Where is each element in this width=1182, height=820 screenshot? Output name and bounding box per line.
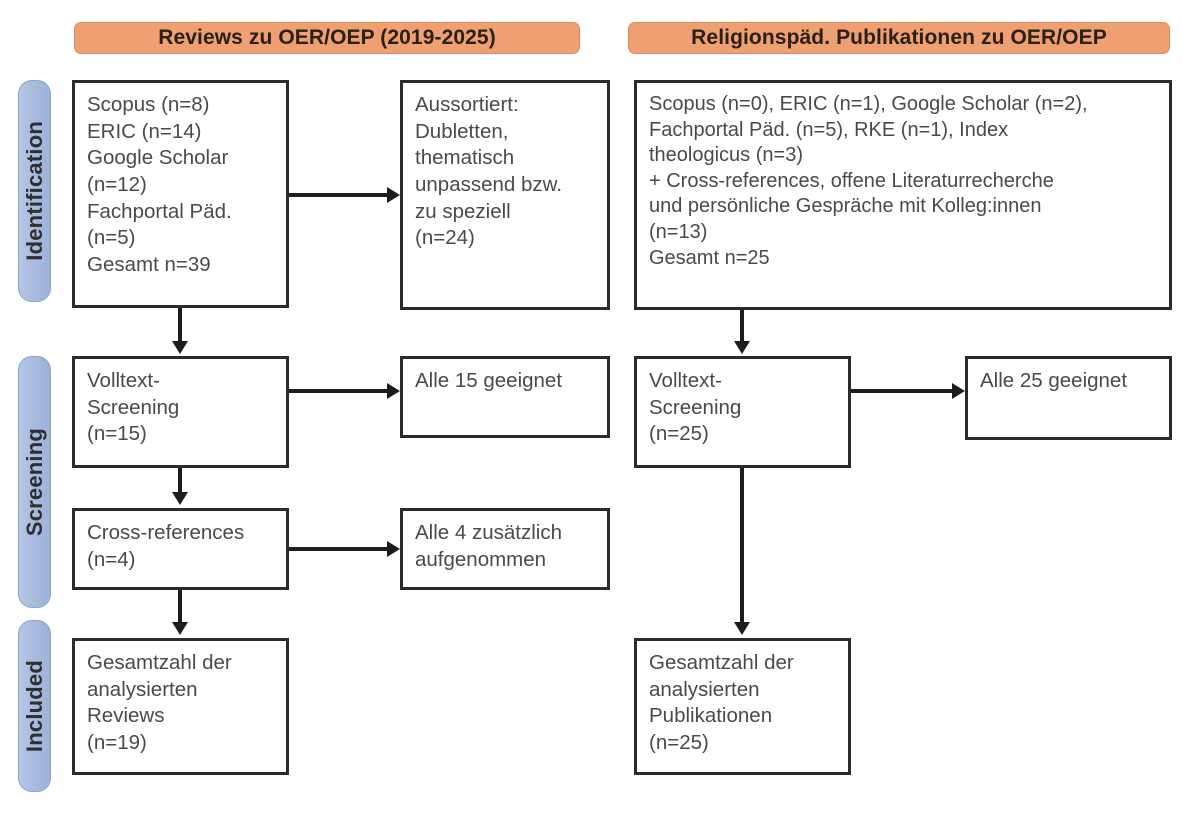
stage-bar-included: Included	[18, 620, 51, 792]
connector-left-fulltext-to-result	[289, 389, 387, 393]
box-right-identification-sources: Scopus (n=0), ERIC (n=1), Google Scholar…	[634, 80, 1172, 310]
connector-left-sources-to-fulltext	[178, 308, 182, 344]
arrowhead-left-fulltext-to-result	[387, 383, 400, 399]
arrowhead-left-sources-to-fulltext	[172, 341, 188, 354]
box-left-identification-sources: Scopus (n=8) ERIC (n=14) Google Scholar …	[72, 80, 289, 308]
arrowhead-left-fulltext-to-crossrefs	[172, 492, 188, 505]
box-left-identification-excluded: Aussortiert: Dubletten, thematisch unpas…	[400, 80, 610, 310]
arrowhead-left-crossrefs-to-included	[172, 622, 188, 635]
column-header-right: Religionspäd. Publikationen zu OER/OEP	[628, 22, 1170, 54]
stage-bar-screening: Screening	[18, 356, 51, 608]
connector-left-crossrefs-to-included	[178, 590, 182, 624]
connector-right-sources-to-fulltext	[740, 310, 744, 344]
connector-left-fulltext-to-crossrefs	[178, 468, 182, 494]
stage-label-included: Included	[21, 659, 47, 753]
box-left-fulltext-screening-result: Alle 15 geeignet	[400, 356, 610, 438]
stage-label-screening: Screening	[21, 427, 47, 537]
connector-left-crossrefs-to-result	[289, 547, 387, 551]
box-left-fulltext-screening: Volltext- Screening (n=15)	[72, 356, 289, 468]
arrowhead-right-fulltext-to-result	[952, 383, 965, 399]
connector-right-fulltext-to-included	[740, 468, 744, 624]
column-header-left: Reviews zu OER/OEP (2019-2025)	[74, 22, 580, 54]
stage-bar-identification: Identification	[18, 80, 51, 302]
box-right-fulltext-screening-result: Alle 25 geeignet	[965, 356, 1172, 440]
arrowhead-right-sources-to-fulltext	[734, 341, 750, 354]
box-left-crossrefs-result: Alle 4 zusätzlich aufgenommen	[400, 508, 610, 590]
box-left-included-total: Gesamtzahl der analysierten Reviews (n=1…	[72, 638, 289, 775]
box-left-crossrefs: Cross-references (n=4)	[72, 508, 289, 590]
connector-right-fulltext-to-result	[851, 389, 952, 393]
box-right-included-total: Gesamtzahl der analysierten Publikatione…	[634, 638, 851, 775]
arrowhead-left-sources-to-excluded	[387, 187, 400, 203]
connector-left-sources-to-excluded	[289, 193, 387, 197]
stage-label-identification: Identification	[21, 121, 47, 261]
arrowhead-right-fulltext-to-included	[734, 622, 750, 635]
box-right-fulltext-screening: Volltext- Screening (n=25)	[634, 356, 851, 468]
arrowhead-left-crossrefs-to-result	[387, 541, 400, 557]
